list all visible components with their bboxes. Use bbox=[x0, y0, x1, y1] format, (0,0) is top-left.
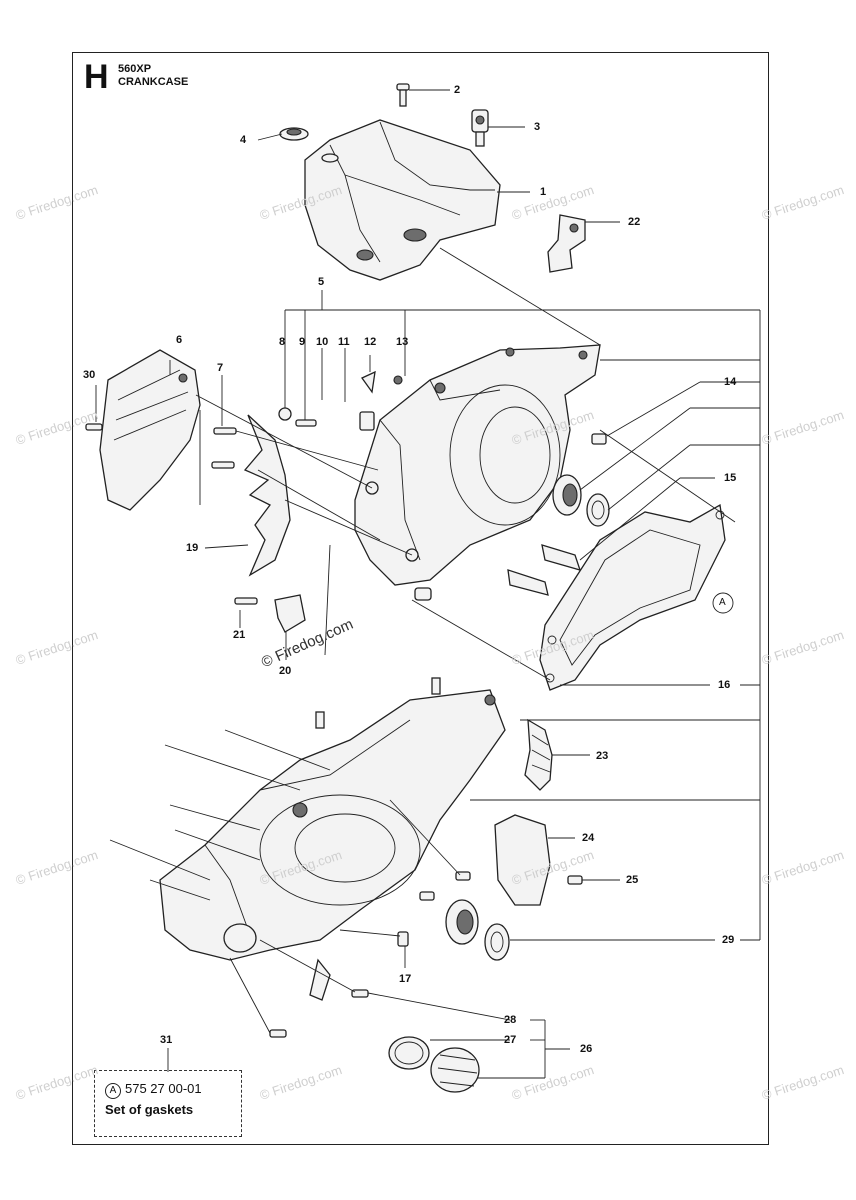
callout-30[interactable]: 30 bbox=[83, 369, 96, 381]
stud-part bbox=[507, 544, 582, 596]
assembly-lines bbox=[109, 247, 736, 1034]
section-letter: H bbox=[84, 58, 109, 96]
callout-10[interactable]: 10 bbox=[316, 336, 329, 348]
callout-21[interactable]: 21 bbox=[233, 629, 246, 641]
callout-24[interactable]: 24 bbox=[582, 832, 595, 844]
small-parts-group bbox=[278, 370, 403, 431]
callout-17[interactable]: 17 bbox=[399, 973, 412, 985]
leader-lines bbox=[95, 89, 761, 1079]
gasket-kit-box[interactable]: A 575 27 00-01 Set of gaskets bbox=[94, 1070, 242, 1137]
chain-guard-part bbox=[243, 414, 291, 577]
kit-part-number: A 575 27 00-01 bbox=[105, 1081, 202, 1099]
lower-screw-part bbox=[269, 677, 583, 1038]
seal-ring-part bbox=[586, 493, 610, 527]
lower-crankcase-part bbox=[159, 689, 506, 961]
kit-label: Set of gaskets bbox=[105, 1102, 194, 1117]
crankcase-half-part bbox=[354, 344, 601, 586]
callout-20[interactable]: 20 bbox=[279, 665, 292, 677]
callout-19[interactable]: 19 bbox=[186, 542, 199, 554]
callout-9[interactable]: 9 bbox=[299, 336, 306, 348]
callout-28[interactable]: 28 bbox=[504, 1014, 517, 1026]
callout-2[interactable]: 2 bbox=[454, 84, 461, 96]
gasket-marker-circle bbox=[712, 592, 734, 614]
callout-23[interactable]: 23 bbox=[596, 750, 609, 762]
kit-marker: A bbox=[105, 1083, 121, 1099]
fitting-part bbox=[471, 109, 489, 147]
callout-22[interactable]: 22 bbox=[628, 216, 641, 228]
screw-part bbox=[396, 83, 410, 107]
lower-bearing-part bbox=[445, 899, 510, 961]
gasket-marker: A bbox=[719, 597, 726, 608]
tank-cap-part bbox=[309, 958, 480, 1093]
callout-25[interactable]: 25 bbox=[626, 874, 639, 886]
cushion-part bbox=[524, 718, 553, 791]
callout-29[interactable]: 29 bbox=[722, 934, 735, 946]
callout-11[interactable]: 11 bbox=[338, 336, 350, 348]
callout-26[interactable]: 26 bbox=[580, 1043, 593, 1055]
callout-12[interactable]: 12 bbox=[364, 336, 377, 348]
callout-1[interactable]: 1 bbox=[540, 186, 547, 198]
cover-plate-part bbox=[494, 814, 551, 906]
callout-16[interactable]: 16 bbox=[718, 679, 731, 691]
callout-5[interactable]: 5 bbox=[318, 276, 325, 288]
callout-3[interactable]: 3 bbox=[534, 121, 541, 133]
grommet-part bbox=[279, 127, 309, 141]
side-cover-part bbox=[99, 349, 201, 511]
diagram-title: CRANKCASE bbox=[118, 76, 189, 88]
callout-15[interactable]: 15 bbox=[724, 472, 737, 484]
callout-31[interactable]: 31 bbox=[160, 1034, 173, 1046]
diagram-frame bbox=[72, 52, 769, 1145]
crankcase-gasket-part bbox=[539, 503, 726, 691]
callout-4[interactable]: 4 bbox=[240, 134, 247, 146]
callout-13[interactable]: 13 bbox=[396, 336, 409, 348]
callout-8[interactable]: 8 bbox=[279, 336, 286, 348]
catch-plate-part bbox=[234, 594, 306, 633]
callout-14[interactable]: 14 bbox=[724, 376, 737, 388]
tank-housing-part bbox=[304, 119, 501, 281]
callout-27[interactable]: 27 bbox=[504, 1034, 517, 1046]
cover-screw-part bbox=[85, 423, 237, 469]
sleeve-part bbox=[414, 433, 607, 601]
callout-6[interactable]: 6 bbox=[176, 334, 183, 346]
callout-7[interactable]: 7 bbox=[217, 362, 224, 374]
main-bearing-part bbox=[552, 474, 582, 516]
kit-part-number-text: 575 27 00-01 bbox=[125, 1081, 202, 1096]
model-name: 560XP bbox=[118, 63, 152, 75]
bracket-part bbox=[547, 214, 586, 273]
